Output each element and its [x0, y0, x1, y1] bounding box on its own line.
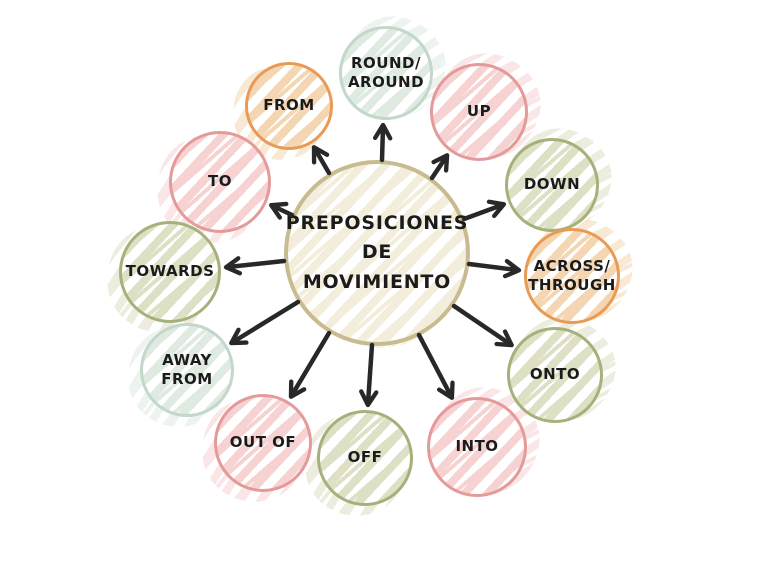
center-label-line: DE MOVIMIENTO — [302, 241, 452, 293]
node-circle: ROUND/ AROUND — [339, 26, 433, 120]
node-label-line: TO — [208, 172, 232, 191]
node-circle: AWAY FROM — [140, 323, 234, 417]
node-into: INTO — [422, 377, 550, 505]
node-circle: ONTO — [507, 327, 603, 423]
node-label: DOWN — [524, 175, 580, 195]
node-circle: TO — [169, 131, 271, 233]
arrow-center-to-across-through — [466, 258, 522, 279]
center-label-line: PREPOSICIONES — [285, 211, 469, 234]
node-label-line: ROUND/ — [351, 53, 421, 72]
node-label: ACROSS/ THROUGH — [528, 257, 616, 296]
node-off: OFF — [296, 405, 416, 525]
node-circle: INTO — [427, 397, 527, 497]
arrow-center-to-round-around — [372, 122, 393, 163]
node-circle: OUT OF — [214, 394, 312, 492]
node-label: OUT OF — [230, 433, 296, 453]
node-label: FROM — [263, 96, 314, 116]
node-label: ROUND/ AROUND — [348, 54, 424, 93]
node-label-line: TOWARDS — [125, 262, 215, 281]
node-from: FROM — [224, 57, 336, 169]
node-down: DOWN — [501, 119, 621, 239]
node-label: ONTO — [530, 365, 580, 385]
node-circle: TOWARDS — [119, 221, 221, 323]
node-label-line: OUT OF — [229, 433, 297, 452]
node-label-line: AWAY — [162, 350, 212, 369]
node-label: TOWARDS — [126, 262, 215, 282]
node-label: INTO — [455, 437, 498, 457]
node-label-line: UP — [466, 102, 492, 121]
node-label-line: ACROSS/ — [533, 256, 611, 275]
node-circle: ACROSS/ THROUGH — [524, 228, 620, 324]
node-label-line: FROM — [161, 370, 213, 388]
node-circle: UP — [430, 63, 528, 161]
node-label-line: INTO — [455, 437, 499, 456]
arrow-center-to-off — [359, 342, 379, 408]
node-up: UP — [425, 43, 551, 169]
node-label-line: OFF — [347, 448, 383, 467]
node-circle: DOWN — [505, 138, 599, 232]
node-label: TO — [208, 172, 232, 192]
node-towards: TOWARDS — [97, 215, 225, 343]
arrow-center-to-towards — [223, 256, 287, 276]
node-across-through: ACROSS/ THROUGH — [519, 208, 643, 332]
node-label-line: FROM — [263, 96, 315, 115]
center-label: PREPOSICIONES DE MOVIMIENTO — [286, 209, 469, 297]
node-out-of: OUT OF — [193, 389, 315, 511]
center-circle: PREPOSICIONES DE MOVIMIENTO — [284, 160, 470, 346]
node-circle: OFF — [317, 410, 413, 506]
node-label-line: ONTO — [529, 365, 581, 384]
center-node: PREPOSICIONES DE MOVIMIENTO — [284, 160, 472, 356]
node-label: AWAY FROM — [161, 351, 212, 390]
node-onto: ONTO — [502, 307, 626, 431]
node-label: OFF — [348, 448, 383, 468]
node-away-from: AWAY FROM — [119, 318, 237, 436]
node-label-line: AROUND — [347, 73, 425, 91]
node-label-line: DOWN — [523, 175, 581, 194]
node-label-line: THROUGH — [528, 276, 616, 294]
node-circle: FROM — [245, 62, 333, 150]
node-to: TO — [147, 125, 275, 253]
node-label: UP — [467, 102, 491, 122]
node-round-around: ROUND/ AROUND — [335, 7, 455, 127]
